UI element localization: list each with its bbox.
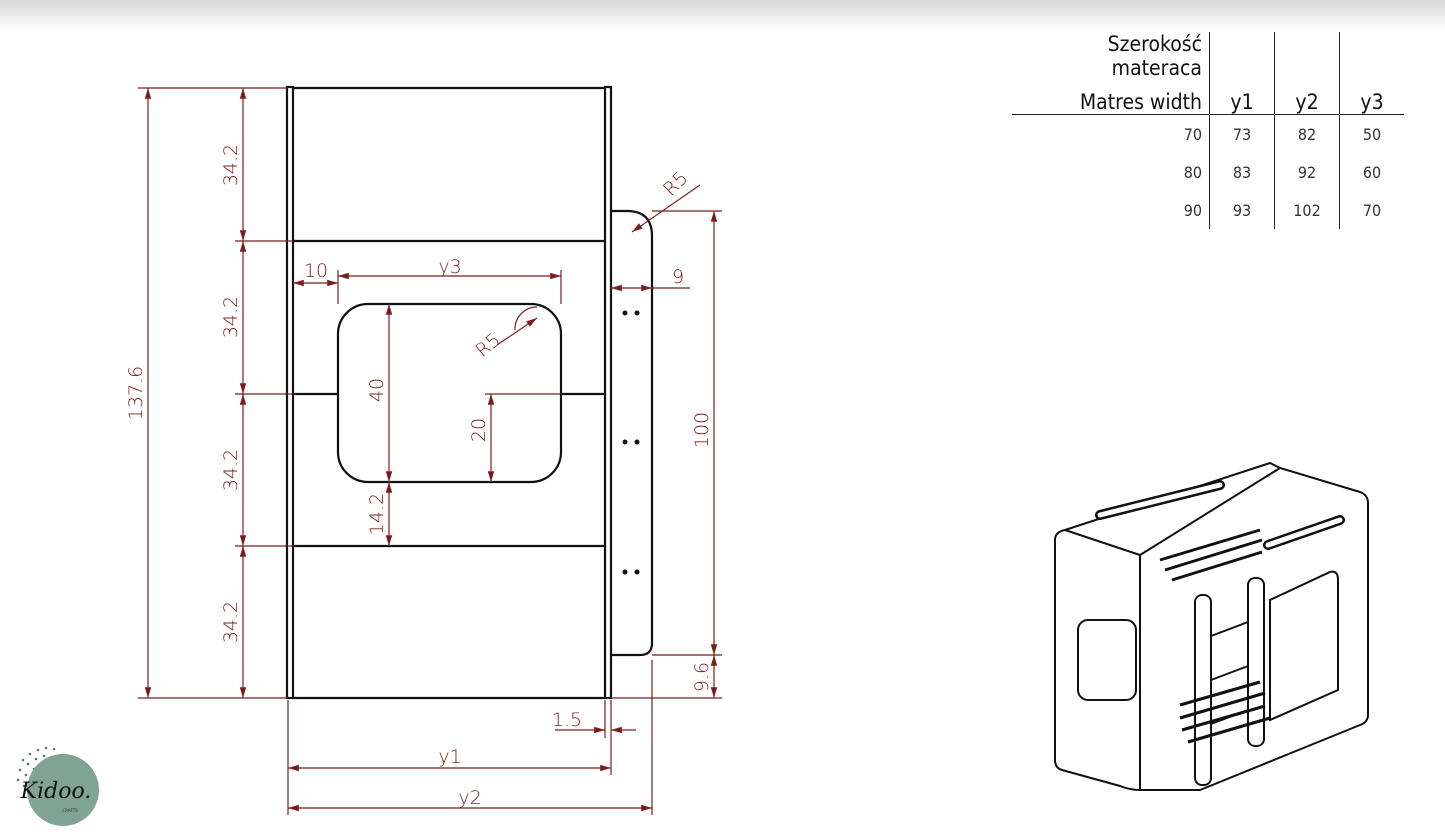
header-polish: Szerokość materaca: [1107, 32, 1202, 80]
col-y1: y1: [1209, 80, 1275, 115]
col-y2: y2: [1274, 80, 1340, 115]
dim-y3: y3: [438, 256, 461, 278]
dim-y2: y2: [458, 787, 481, 809]
kidoo-logo: Kidoo. CRAFTS: [8, 740, 108, 835]
top-band: [0, 0, 1445, 30]
dim-opening-height: 40: [366, 378, 388, 402]
logo-subtext: CRAFTS: [62, 808, 78, 813]
dim-section-1: 34.2: [220, 144, 242, 186]
dim-bottom-gap: 9.6: [691, 662, 713, 692]
bed-isometric-view: [1054, 461, 1369, 791]
logo-text: Kidoo.: [20, 779, 92, 804]
dim-section-3: 34.2: [220, 449, 242, 491]
dim-post: 1.5: [552, 709, 582, 731]
header-english: Matres width: [1012, 80, 1210, 115]
mattress-size-table: Szerokość materaca Matres width y1 y2 y3…: [1012, 32, 1404, 229]
dim-opening-half: 20: [468, 418, 490, 442]
dim-radius-opening: R5: [471, 329, 505, 362]
col-y3: y3: [1339, 80, 1404, 115]
ladder-rail: [611, 209, 654, 657]
dim-opening-bottom: 14.2: [366, 493, 388, 535]
dim-radius-ladder: R5: [659, 167, 692, 200]
dim-section-4: 34.2: [220, 601, 242, 643]
dimension-lines: [138, 87, 722, 815]
dim-margin: 10: [304, 260, 328, 282]
side-opening: [336, 302, 563, 484]
dim-total-height: 137.6: [125, 366, 147, 420]
dim-ladder-height: 100: [691, 412, 713, 448]
dim-section-2: 34.2: [220, 296, 242, 338]
dim-y1: y1: [438, 746, 461, 768]
dimension-labels: 137.6 34.2 34.2 34.2 34.2 100 9.6 y1 y2 …: [125, 144, 713, 809]
bed-front-panel: [285, 85, 654, 700]
dim-ladder-width: 9: [672, 266, 684, 288]
